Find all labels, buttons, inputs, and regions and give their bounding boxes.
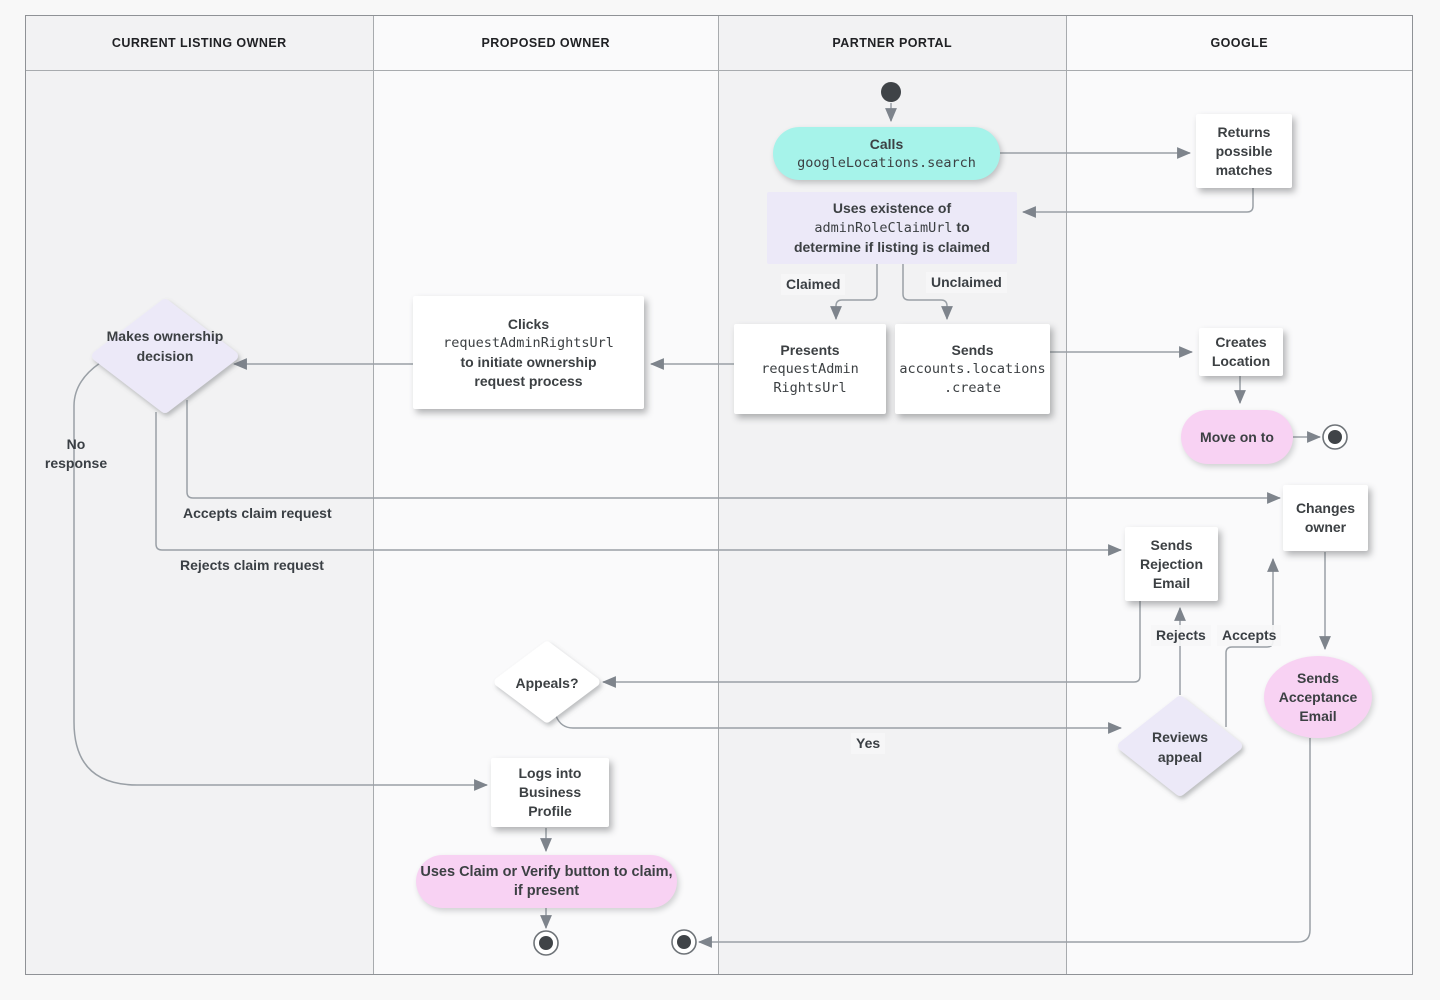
lane-header: CURRENT LISTING OWNER [26,16,373,71]
edge-label-accepts-claim-request: Accepts claim request [183,505,332,521]
calls-google-locations-search-node: Calls googleLocations.search [773,127,1000,180]
edge-label-unclaimed: Unclaimed [926,272,1007,293]
node-code: RightsUrl [773,379,847,396]
node-label: Creates Location [1211,334,1271,369]
node-title: Clicks [507,315,550,332]
move-on-to-node: Move on to [1181,410,1293,464]
uses-existence-node: Uses existence of adminRoleClaimUrl to d… [767,192,1017,264]
edge-label-rejects-claim-request: Rejects claim request [180,557,324,573]
returns-possible-matches-node: Returns possible matches [1196,114,1292,188]
node-title: Sends [951,341,994,358]
edge-label-no-response: No response [44,436,108,471]
node-code: accounts.locations [899,360,1046,377]
node-code: .create [944,379,1001,396]
node-line: adminRoleClaimUrl to [814,219,970,236]
node-line: to initiate ownership [460,353,597,370]
edge-label-yes: Yes [851,733,886,754]
node-code: requestAdminRightsUrl [443,334,614,351]
uses-claim-or-verify-node: Uses Claim or Verify button to claim, if… [416,855,677,908]
node-code: googleLocations.search [797,154,976,171]
node-code: adminRoleClaimUrl [814,220,953,236]
creates-location-node: Creates Location [1199,328,1283,376]
edge-label-claimed: Claimed [781,274,846,295]
lane-header: PROPOSED OWNER [373,16,718,71]
lane-current-listing-owner: CURRENT LISTING OWNER [26,16,374,974]
node-label: Changes owner [1295,500,1356,535]
node-line: request process [474,372,583,389]
node-title: Calls [869,135,904,152]
sends-rejection-email-node: Sends Rejection Email [1125,527,1218,601]
lane-header: GOOGLE [1066,16,1412,71]
node-label: Sends Rejection Email [1139,536,1203,591]
lane-proposed-owner: PROPOSED OWNER [373,16,719,974]
node-line: Uses existence of [832,200,952,216]
presents-request-admin-rights-url-node: Presents requestAdmin RightsUrl [734,324,886,414]
lane-header: PARTNER PORTAL [719,16,1066,71]
changes-owner-node: Changes owner [1283,485,1368,551]
node-label: Move on to [1200,428,1274,445]
node-line: determine if listing is claimed [793,239,991,255]
node-code: requestAdmin [761,360,859,377]
clicks-request-admin-rights-url-node: Clicks requestAdminRightsUrl to initiate… [413,296,644,409]
sends-accounts-locations-create-node: Sends accounts.locations .create [895,324,1050,414]
node-label: Logs into Business Profile [518,765,582,819]
node-title: Presents [780,341,840,358]
node-label: Uses Claim or Verify button to claim, if… [420,863,673,899]
edge-label-rejects: Rejects [1151,625,1211,646]
node-label: Sends Acceptance Email [1278,669,1358,724]
node-label: Returns possible matches [1215,123,1273,178]
edge-label-accepts: Accepts [1217,625,1282,646]
logs-into-business-profile-node: Logs into Business Profile [491,758,609,827]
sends-acceptance-email-node: Sends Acceptance Email [1264,656,1372,738]
